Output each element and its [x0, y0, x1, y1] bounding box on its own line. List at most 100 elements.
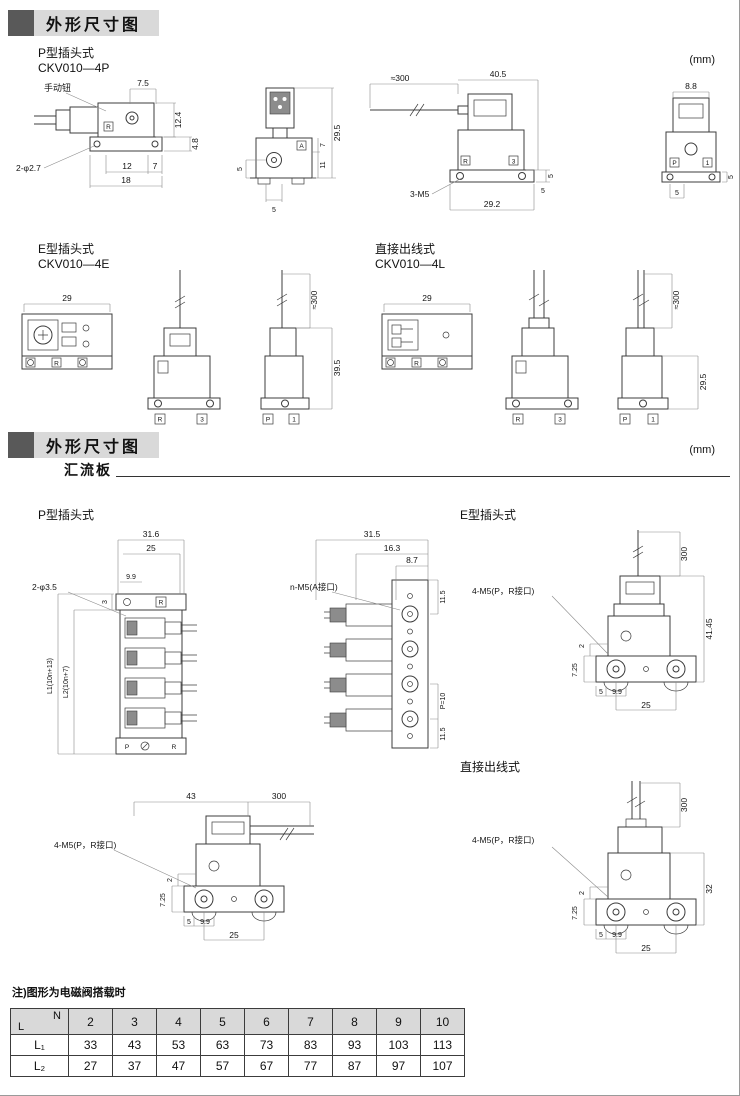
section2-header-bar: 外形尺寸图	[34, 432, 160, 458]
col-header-n10: 10	[420, 1008, 465, 1035]
p-lead-outline	[370, 93, 535, 183]
p-rear-outline	[661, 97, 721, 183]
dim-5-bottom: 5	[272, 207, 276, 214]
length-table: N L 2 3 4 5 6 7 8 9 10 L₁ 33 43 53 63	[10, 1008, 465, 1077]
col-header-n9: 9	[376, 1008, 421, 1035]
dim-11-5-bottom: 11.5	[440, 727, 447, 740]
corner-n-label: N	[53, 1010, 61, 1022]
e-top-view-drawing: 29 R	[21, 293, 113, 370]
dim-9-9: 9.9	[612, 932, 622, 939]
dim-lead-300: ≈300	[671, 290, 681, 309]
port-r-mark: R	[516, 417, 521, 424]
table-cell: 87	[332, 1055, 377, 1077]
manifold-p-side-outline	[324, 579, 429, 749]
table-row-l1: L₁ 33 43 53 63 73 83 93 103 113	[10, 1034, 465, 1056]
port-3-mark: 3	[200, 417, 204, 424]
manifold-p-front-drawing: 31.6 25 9.9 2-φ3.5 3 L1(10n+13) L2(10n+7…	[32, 529, 197, 755]
dim-7-25: 7.25	[160, 893, 167, 907]
dim-7: 7	[153, 161, 158, 171]
dim-3-m5: 3-M5	[410, 189, 430, 199]
dim-25: 25	[146, 543, 156, 553]
port-p-mark: P	[125, 744, 129, 751]
dim-32: 32	[704, 884, 714, 894]
dim-41-45: 41.45	[704, 618, 714, 640]
corner-l-label: L	[18, 1021, 25, 1033]
dim-lead-300: 300	[679, 798, 689, 812]
manifold-p-front-outline	[115, 593, 197, 755]
dim-29: 29	[422, 293, 432, 303]
table-cell: 97	[376, 1055, 421, 1077]
port-r-mark: R	[159, 600, 164, 607]
dim-8-7: 8.7	[406, 555, 418, 565]
table-cell: 73	[244, 1034, 289, 1056]
dim-lead-300: 300	[272, 791, 286, 801]
table-cell: 43	[112, 1034, 157, 1056]
dim-18: 18	[121, 175, 131, 185]
table-cell: 67	[244, 1055, 289, 1077]
port-r-mark: R	[414, 361, 419, 368]
label-p-model: CKV010—4P	[38, 61, 110, 75]
p-lead-dim-lines	[369, 79, 550, 211]
dim-5-right: 5	[728, 175, 735, 179]
row-label-l1: L₁	[10, 1034, 69, 1056]
l-side-view-drawing: ≈300 29.5 P 1	[617, 270, 708, 425]
port-r-mark: R	[158, 417, 163, 424]
dim-4-8: 4.8	[190, 138, 200, 150]
port-p-mark: P	[623, 417, 627, 424]
dim-12-4: 12.4	[173, 111, 183, 128]
port-r-mark: R	[106, 124, 111, 131]
dim-lead-300: ≈300	[309, 290, 319, 309]
table-cell: 113	[420, 1034, 465, 1056]
dim-9-9: 9.9	[126, 574, 136, 581]
col-header-n7: 7	[288, 1008, 333, 1035]
label-e-model: CKV010—4E	[38, 257, 110, 271]
p-lead-wire-drawing: ≈300 40.5 R 3 3-M5 29.2 5 5	[369, 69, 555, 211]
l-front-outline	[505, 270, 579, 425]
table-cell: 33	[68, 1034, 113, 1056]
table-corner-cell: N L	[10, 1008, 69, 1035]
p-side-dim-lines	[245, 87, 336, 202]
dim-8-8: 8.8	[685, 81, 697, 91]
port-1-mark: 1	[651, 417, 655, 424]
dim-29-5: 29.5	[698, 373, 708, 390]
p-rear-view-drawing: 8.8 P 1 5 5	[661, 81, 735, 199]
dim-5-bottom: 5	[675, 190, 679, 197]
port-1-mark: 1	[706, 160, 710, 167]
dim-l1-formula: L1(10n+13)	[47, 658, 54, 694]
dim-7: 7	[320, 143, 327, 147]
p-rear-dim-lines	[669, 91, 728, 199]
note-text: 注)图形为电磁阀搭载时	[12, 987, 126, 999]
dim-3: 3	[102, 600, 109, 604]
table-cell: 27	[68, 1055, 113, 1077]
manifold-p-side-dim-lines	[315, 539, 439, 749]
port-r-mark: R	[54, 361, 59, 368]
table-cell: 37	[112, 1055, 157, 1077]
manifold-p-side-drawing: 31.5 16.3 8.7 n-M5(A接口) 11.5 P=10 11.5	[290, 529, 447, 749]
dim-40-5: 40.5	[490, 69, 507, 79]
table-cell: 77	[288, 1055, 333, 1077]
e-side-view-drawing: ≈300 39.5 P 1	[260, 270, 342, 425]
dim-2-phi35: 2-φ3.5	[32, 582, 57, 592]
dim-29-5: 29.5	[332, 124, 342, 141]
p-front-outline	[34, 102, 163, 152]
row-label-l2: L₂	[10, 1055, 69, 1077]
p-side-outline	[250, 87, 316, 185]
dim-pitch-10: P=10	[440, 693, 447, 710]
e-front-view-drawing: R 3	[147, 270, 221, 425]
p-front-view-drawing: 手动钮 7.5 12.4 4.8 2-φ2.7 12 7 18 R	[16, 78, 200, 188]
e-front-outline	[147, 270, 221, 425]
label-l-model: CKV010—4L	[375, 257, 446, 271]
port-a-mark: A	[299, 143, 304, 150]
p-side-view-drawing: 29.5 7 11 5 5 A	[237, 87, 342, 214]
dim-29-2: 29.2	[484, 199, 501, 209]
dim-29: 29	[62, 293, 72, 303]
dim-lead-300: 300	[679, 547, 689, 561]
dim-16-3: 16.3	[384, 543, 401, 553]
table-cell: 103	[376, 1034, 421, 1056]
col-header-n5: 5	[200, 1008, 245, 1035]
section1-header-bar: 外形尺寸图	[34, 10, 160, 36]
label-e-type: E型插头式	[38, 242, 95, 256]
port-1-mark: 1	[292, 417, 296, 424]
units-mm-2: (mm)	[689, 444, 715, 456]
